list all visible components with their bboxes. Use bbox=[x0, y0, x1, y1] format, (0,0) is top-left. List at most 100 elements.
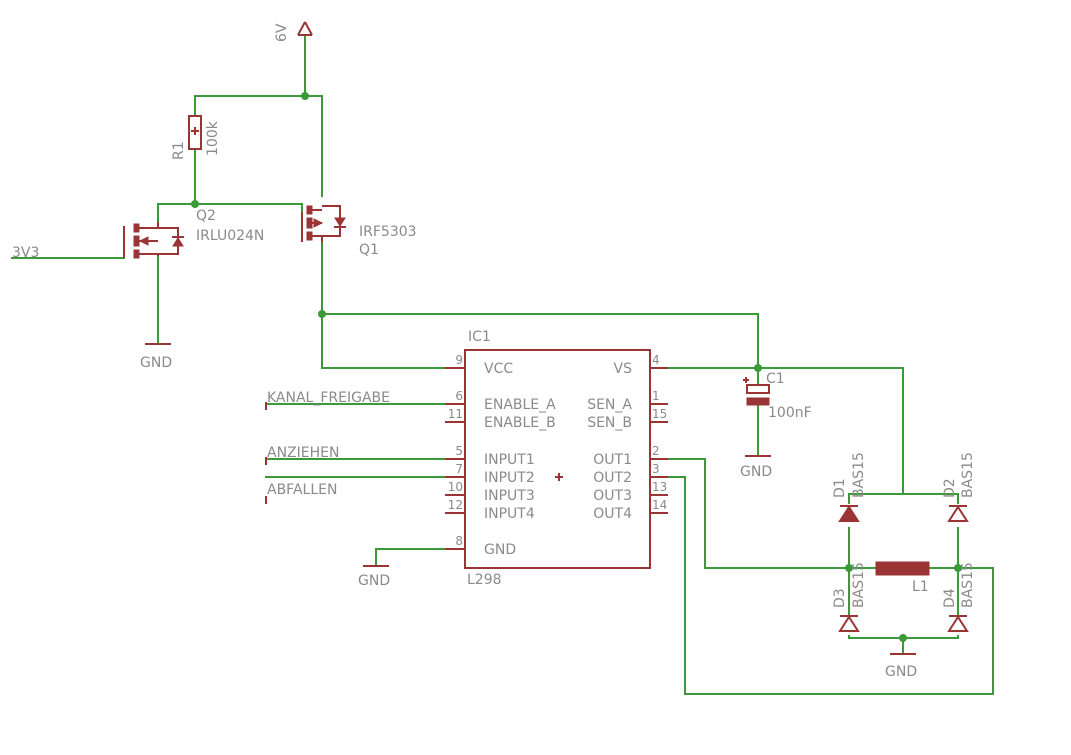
diode-d1-value: BAS15 bbox=[851, 452, 867, 498]
supply-6v: 6V bbox=[274, 21, 313, 42]
inductor-l1-body bbox=[875, 561, 930, 576]
capacitor-c1-value: 100nF bbox=[768, 405, 812, 421]
junction-vs bbox=[754, 364, 762, 372]
transistor-q2: Q2 IRLU024N bbox=[123, 208, 264, 259]
ic1-pin-input3: INPUT3 bbox=[484, 488, 535, 504]
resistor-r1-value: 100k bbox=[205, 120, 221, 156]
transistor-q2-ref: Q2 bbox=[196, 208, 216, 224]
diode-d2: D2 BAS15 bbox=[942, 452, 976, 522]
ic1-right-pins bbox=[650, 367, 668, 514]
wire-vs bbox=[667, 367, 904, 495]
ic1-left-pins bbox=[445, 367, 465, 550]
wire-out2 bbox=[667, 476, 994, 695]
diode-d2-outline bbox=[947, 505, 969, 522]
transistor-q1-value: IRF5303 bbox=[359, 224, 417, 240]
gnd-label: GND bbox=[140, 355, 172, 371]
ic1-pin-input1: INPUT1 bbox=[484, 452, 535, 468]
wire-ic-gnd bbox=[375, 548, 446, 567]
transistor-q1: IRF5303 Q1 bbox=[301, 205, 417, 258]
capacitor-c1-ref: C1 bbox=[766, 371, 785, 387]
diode-d3-value: BAS15 bbox=[851, 562, 867, 608]
q1-diode-icon bbox=[334, 217, 346, 227]
ic1-pinnum-12: 12 bbox=[448, 498, 463, 512]
ic-l298: IC1 L298 VCC ENABLE_A ENABLE_B INPUT1 IN… bbox=[445, 329, 668, 588]
ic1-pin-out2: OUT2 bbox=[593, 470, 632, 486]
supply-arrow-icon bbox=[297, 21, 313, 36]
capacitor-c1: C1 100nF bbox=[743, 371, 812, 421]
ic1-pinnum-15: 15 bbox=[652, 407, 667, 421]
ic1-pin-input2: INPUT2 bbox=[484, 470, 535, 486]
gnd-label: GND bbox=[740, 464, 772, 480]
ic1-pinnum-3: 3 bbox=[652, 462, 660, 476]
junction-bridge-right bbox=[954, 564, 962, 572]
net-anziehen-label: ANZIEHEN bbox=[267, 445, 339, 461]
junction-vcc bbox=[318, 310, 326, 318]
resistor-r1-ref: R1 bbox=[171, 141, 187, 160]
diode-d4-ref: D4 bbox=[942, 588, 958, 608]
wire-out1 bbox=[667, 458, 850, 569]
junction-bridge-left bbox=[845, 564, 853, 572]
diode-d1-icon bbox=[839, 506, 859, 522]
ic1-pinnum-5: 5 bbox=[455, 444, 463, 458]
transistor-q1-ref: Q1 bbox=[359, 242, 379, 258]
ic1-pin-enable-a: ENABLE_A bbox=[484, 397, 556, 413]
diode-d3: D3 BAS15 bbox=[832, 562, 867, 632]
gnd-ic: GND bbox=[358, 565, 390, 589]
ic1-pin-vcc: VCC bbox=[484, 361, 513, 377]
resistor-plus-icon bbox=[191, 127, 199, 135]
resistor-r1: R1 100k bbox=[171, 115, 221, 160]
gnd-q2: GND bbox=[140, 343, 172, 371]
diode-d1: D1 BAS15 bbox=[832, 452, 867, 522]
gnd-label: GND bbox=[885, 664, 917, 680]
ic1-pinnum-10: 10 bbox=[448, 480, 463, 494]
q1-arrow-icon bbox=[313, 218, 324, 228]
capacitor-c1-plate-top bbox=[746, 384, 770, 394]
diode-d4-value: BAS15 bbox=[960, 562, 976, 608]
ic1-ref: IC1 bbox=[468, 329, 491, 345]
junctions bbox=[191, 92, 962, 642]
ic1-pinnum-9: 9 bbox=[455, 353, 463, 367]
gnd-bridge: GND bbox=[885, 653, 917, 680]
resistor-r1-body bbox=[188, 115, 202, 150]
ic1-pinnum-7: 7 bbox=[455, 462, 463, 476]
net-abfallen-label: ABFALLEN bbox=[267, 482, 337, 498]
q1-channel bbox=[306, 205, 313, 241]
ic1-pin-input4: INPUT4 bbox=[484, 506, 535, 522]
diode-d2-value: BAS15 bbox=[960, 452, 976, 498]
ic1-pinnum-8: 8 bbox=[455, 534, 463, 548]
diode-d4: D4 BAS15 bbox=[942, 562, 976, 632]
ic1-origin-mark bbox=[555, 473, 563, 481]
ic1-pinnum-4: 4 bbox=[652, 353, 660, 367]
ic1-pinnum-2: 2 bbox=[652, 444, 660, 458]
capacitor-plus-icon bbox=[743, 377, 749, 383]
ic1-value: L298 bbox=[467, 572, 502, 588]
gnd-c1: GND bbox=[740, 455, 772, 480]
ic1-pinnum-1: 1 bbox=[652, 389, 660, 403]
diode-d2-ref: D2 bbox=[942, 478, 958, 498]
diode-d3-outline bbox=[838, 615, 860, 632]
ic1-pin-enable-b: ENABLE_B bbox=[484, 415, 556, 431]
ic1-pinnum-11: 11 bbox=[448, 407, 463, 421]
diode-d3-ref: D3 bbox=[832, 588, 848, 608]
supply-6v-label: 6V bbox=[274, 23, 290, 42]
net-kanal-freigabe-label: KANAL_FREIGABE bbox=[267, 390, 390, 406]
ic1-pin-out1: OUT1 bbox=[593, 452, 632, 468]
ic1-pin-sen-b: SEN_B bbox=[587, 415, 632, 431]
inductor-l1-ref: L1 bbox=[912, 579, 929, 595]
q2-arrow-icon bbox=[138, 236, 149, 246]
diode-d1-ref: D1 bbox=[832, 478, 848, 498]
diode-d1-outline bbox=[838, 505, 860, 522]
junction-gate bbox=[191, 200, 199, 208]
q2-body-diode-lead bbox=[158, 227, 179, 255]
wire-q1-drain bbox=[321, 241, 446, 369]
gnd-label: GND bbox=[358, 573, 390, 589]
transistor-q2-value: IRLU024N bbox=[196, 228, 264, 244]
ic1-pinnum-14: 14 bbox=[652, 498, 667, 512]
wire-vcc-node bbox=[321, 313, 759, 369]
junction-bridge-bottom bbox=[899, 634, 907, 642]
ic1-pin-out4: OUT4 bbox=[593, 506, 632, 522]
q2-channel bbox=[133, 223, 140, 259]
diode-d4-outline bbox=[947, 615, 969, 632]
ic1-pin-sen-a: SEN_A bbox=[587, 397, 632, 413]
